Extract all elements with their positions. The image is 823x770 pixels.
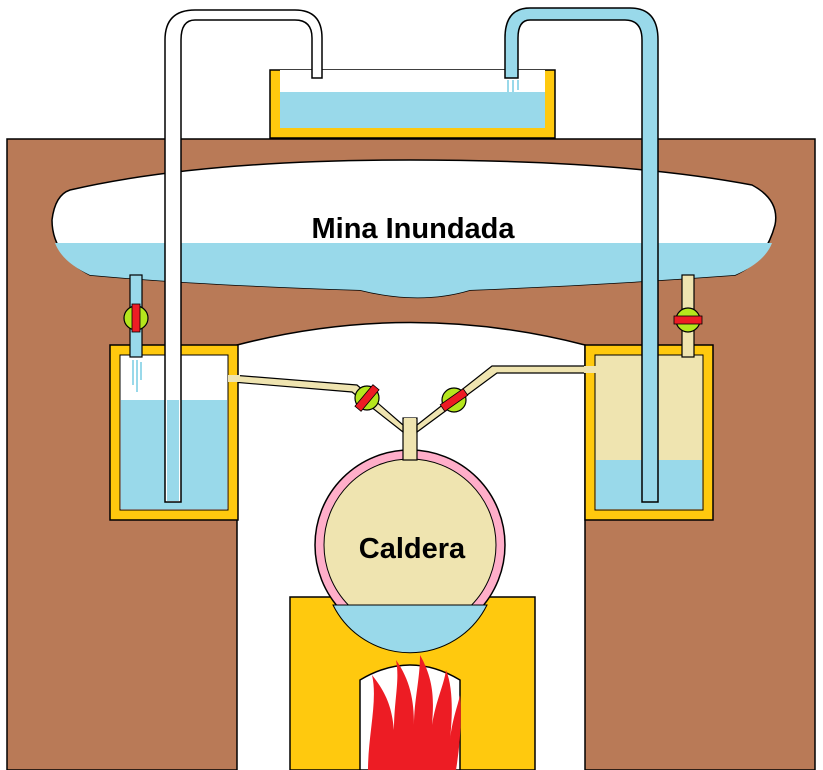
valve-left-steam bbox=[354, 384, 380, 412]
boiler-label: Caldera bbox=[359, 533, 466, 565]
valve-right-steam bbox=[439, 387, 469, 413]
water-drips bbox=[132, 360, 142, 392]
mine-label: Mina Inundada bbox=[312, 213, 516, 245]
valve-right-intake bbox=[673, 307, 703, 333]
flooded-mine bbox=[51, 159, 777, 299]
reservoir-water bbox=[280, 92, 545, 128]
valve-left-intake bbox=[123, 303, 149, 333]
outflow-drips bbox=[507, 80, 519, 96]
mine-water bbox=[55, 243, 772, 298]
boiler-water bbox=[332, 604, 488, 654]
steam-pipes bbox=[231, 365, 591, 461]
fire-flames bbox=[368, 655, 461, 770]
boiler bbox=[314, 449, 506, 654]
left-riser-pipe bbox=[164, 9, 323, 503]
right-riser-pipe bbox=[504, 7, 659, 503]
